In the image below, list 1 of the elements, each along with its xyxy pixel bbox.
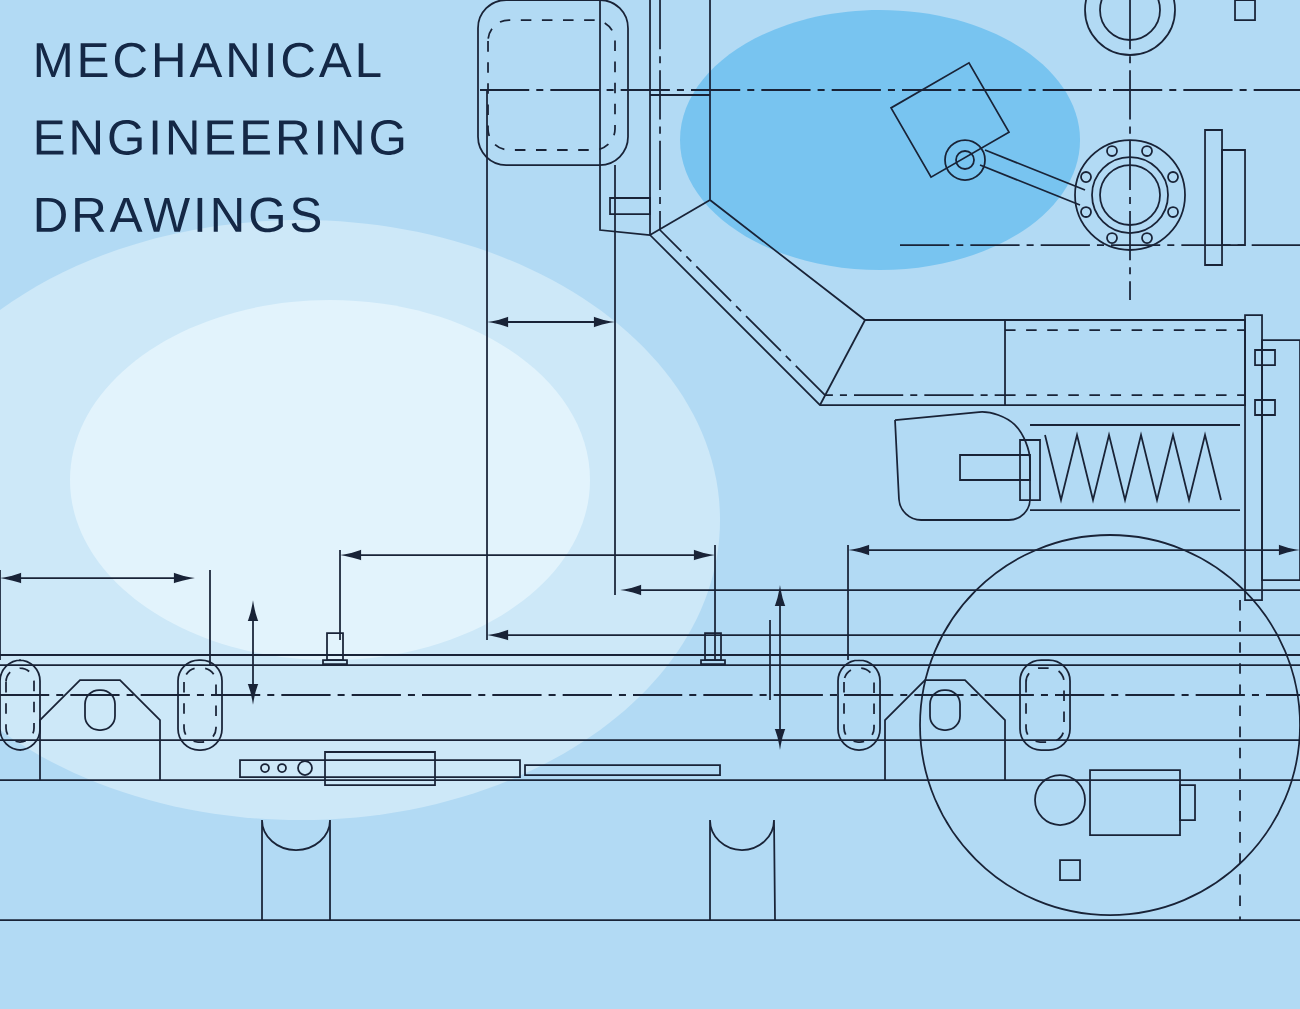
title: MECHANICAL ENGINEERING DRAWINGS [36, 42, 404, 233]
